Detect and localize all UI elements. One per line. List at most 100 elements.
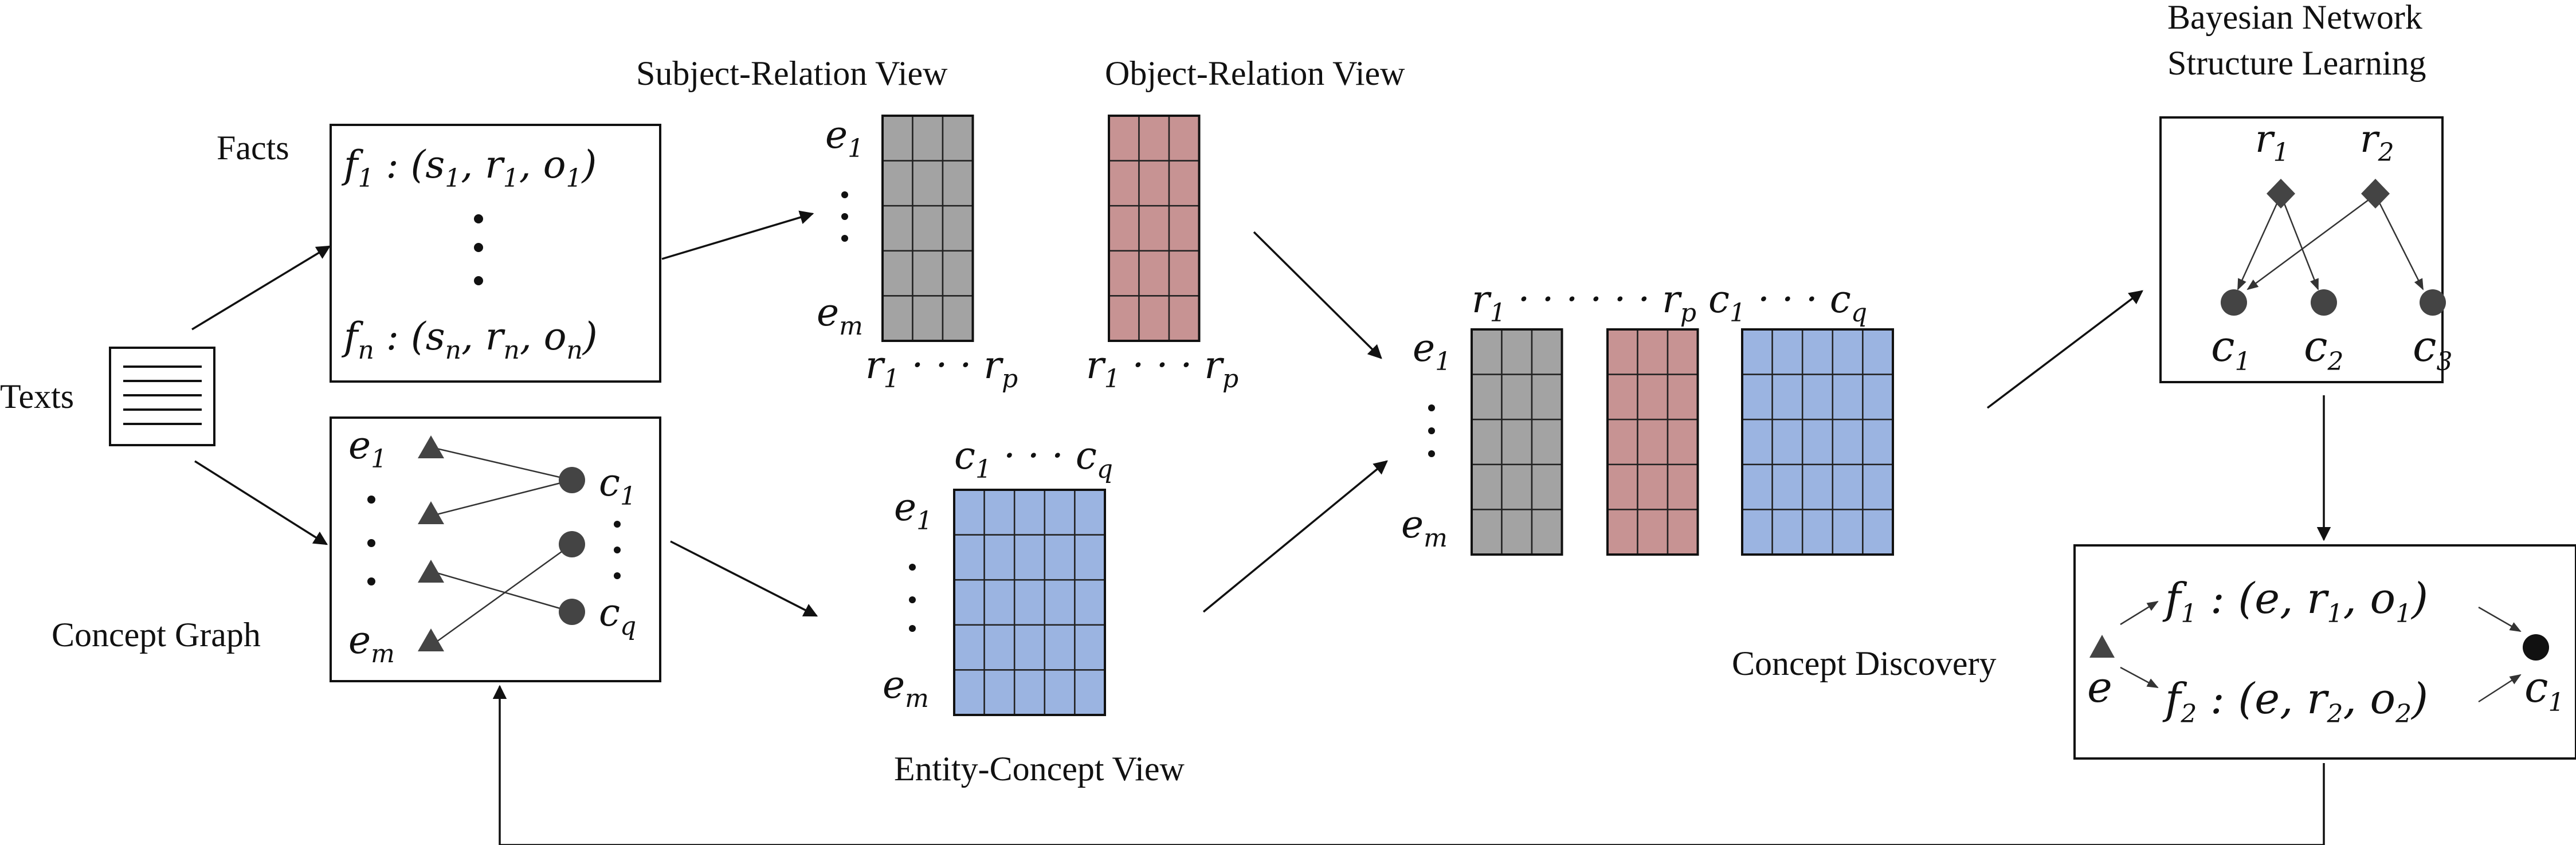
matrix-cell (1862, 328, 1894, 375)
matrix-cell (942, 115, 974, 162)
matrix-cell (983, 579, 1015, 626)
object-relation-view-label: Object-Relation View (1105, 54, 1405, 92)
matrix-cell (1168, 295, 1200, 342)
cg-entity-e1: e1 (348, 423, 387, 474)
matrix-cell (1771, 509, 1803, 556)
combined-matrix (1471, 328, 1894, 556)
subject-relation-view-label: Subject-Relation View (636, 54, 948, 92)
ecv-concept-axis: c1 · · · cq (954, 434, 1113, 484)
matrix-cell (983, 489, 1015, 536)
texts-node: Texts (0, 347, 215, 446)
bayesian-label-line2: Structure Learning (2167, 44, 2426, 82)
matrix-cell (1531, 509, 1563, 556)
matrix-cell (881, 205, 913, 252)
matrix-cell (1771, 374, 1803, 420)
triangle-node (418, 435, 444, 458)
matrix-cell (942, 250, 974, 297)
matrix-cell (1667, 328, 1699, 375)
matrix-cell-frame (881, 115, 974, 342)
matrix-cell (1044, 489, 1076, 536)
matrix-cell (942, 160, 974, 207)
matrix-cell (1667, 374, 1699, 420)
orv-relation-axis: r1 · · · rp (1086, 343, 1238, 394)
matrix-cell (1168, 250, 1200, 297)
triangle-node (418, 628, 444, 651)
matrix-cell (1862, 374, 1894, 420)
matrix-cell (912, 250, 944, 297)
matrix-cell (1013, 579, 1046, 626)
circle-node (2523, 634, 2549, 661)
fact-1: f1 : (s1, r1, o1) (341, 143, 597, 193)
matrix-cell (1044, 534, 1076, 581)
triangle-node (2089, 635, 2115, 658)
matrix-cell (1074, 669, 1106, 716)
matrix-cell (1637, 463, 1669, 510)
srv-relation-axis: r1 · · · rp (865, 343, 1018, 394)
bayesian-label-line1: Bayesian Network (2167, 0, 2422, 36)
matrix-cell (1832, 328, 1864, 375)
cg-entity-em: em (348, 618, 395, 669)
matrix-cell (1044, 624, 1076, 671)
matrix-cell (1013, 534, 1046, 581)
matrix-cell (1832, 418, 1864, 466)
matrix-cell (1606, 374, 1638, 420)
subject-relation-matrix (881, 115, 974, 342)
matrix-cell (1044, 579, 1076, 626)
cd-concept-c1: c1 (2524, 663, 2564, 717)
matrix-cell (1741, 328, 1773, 375)
matrix-cell (983, 534, 1015, 581)
matrix-cell (1138, 250, 1170, 297)
matrix-cell (1168, 115, 1200, 162)
matrix-cell (1862, 418, 1894, 466)
matrix-cell (1771, 463, 1803, 510)
circle-node (2420, 289, 2446, 316)
matrix-cell-frame (953, 489, 1106, 716)
matrix-cell (1108, 115, 1140, 162)
matrix-cell (1531, 418, 1563, 466)
matrix-cell (1471, 418, 1503, 466)
matrix-cell (881, 295, 913, 342)
matrix-cell (1013, 624, 1046, 671)
arrow-texts-to-concept-graph (194, 460, 328, 545)
matrix-cell (1138, 160, 1170, 207)
matrix-cell (1606, 328, 1638, 375)
matrix-cell (1637, 328, 1669, 375)
matrix-cell (1637, 509, 1669, 556)
concept-graph-label: Concept Graph (52, 616, 261, 654)
matrix-cell (1606, 418, 1638, 466)
matrix-cell (1501, 463, 1533, 510)
matrix-cell-frame (1471, 328, 1563, 556)
combined-em: em (1401, 502, 1448, 553)
matrix-cell (1074, 534, 1106, 581)
matrix-cell (1801, 509, 1834, 556)
matrix-cell (1501, 509, 1533, 556)
matrix-cell (1501, 374, 1533, 420)
matrix-cell (912, 160, 944, 207)
bn-relation-r1: r1 (2255, 117, 2289, 167)
matrix-cell (1832, 509, 1864, 556)
matrix-cell (881, 250, 913, 297)
ecv-e1: e1 (894, 485, 932, 536)
cg-concept-c1: c1 (599, 461, 636, 511)
matrix-cell (1108, 205, 1140, 252)
bn-concept-c3: c3 (2413, 322, 2452, 376)
bn-concept-c1: c1 (2211, 322, 2250, 376)
triangle-node (418, 501, 444, 524)
matrix-cell (1108, 160, 1140, 207)
matrix-cell (1667, 509, 1699, 556)
matrix-cell (1168, 205, 1200, 252)
cd-fact-2: f2 : (e, r2, o2) (2162, 674, 2428, 729)
matrix-cell (1801, 418, 1834, 466)
circle-node (2311, 289, 2337, 316)
matrix-cell-frame (1741, 328, 1894, 556)
ecv-em: em (883, 663, 929, 713)
matrix-cell (1471, 509, 1503, 556)
matrix-cell (1667, 418, 1699, 466)
arrow-facts-to-views (661, 210, 814, 260)
matrix-cell (1801, 374, 1834, 420)
bayesian-network-box: r1 r2 c1 c2 c3 (2159, 116, 2452, 383)
matrix-cell (1531, 463, 1563, 510)
matrix-cell (1741, 418, 1773, 466)
document-icon (109, 347, 215, 446)
matrix-cell (1832, 374, 1864, 420)
